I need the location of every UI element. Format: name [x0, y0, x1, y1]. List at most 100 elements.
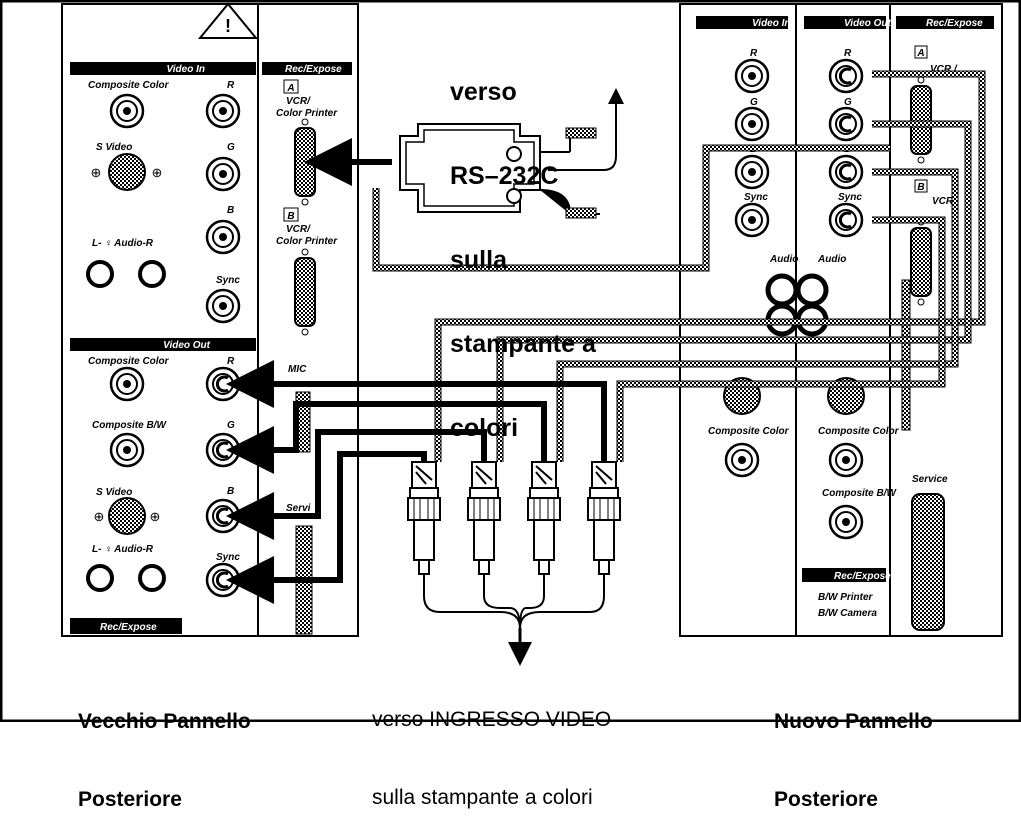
new-rec-expose-bottom: Rec/Expose [834, 571, 891, 582]
old-g-out-jack [207, 434, 239, 466]
new-panel-caption: Nuovo Pannello Posteriore [774, 656, 933, 840]
rs232-callout-line-3: sulla [450, 246, 596, 274]
old-r-in-label: R [227, 80, 235, 91]
new-bw-camera-label: B/W Camera [818, 608, 877, 619]
video-in-callout: verso INGRESSO VIDEO sulla stampante a c… [372, 654, 611, 838]
bnc-connector-3 [528, 462, 560, 574]
new-composite-bw-out-label: Composite B/W [822, 488, 897, 499]
new-g-in-jack [736, 108, 768, 140]
old-video-out-header: Video Out [163, 340, 211, 351]
svg-text:⊕: ⊕ [91, 165, 102, 180]
old-r-out-jack [207, 368, 239, 400]
old-vcr-b-label-1: VCR/ [286, 224, 311, 235]
old-g-in-label: G [227, 142, 235, 153]
new-service-label: Service [912, 474, 948, 485]
old-composite-color-in-label: Composite Color [88, 80, 170, 91]
new-r-in-jack [736, 60, 768, 92]
old-rear-panel: ! Video In Rec/Expose Composite Color R … [62, 4, 358, 636]
new-composite-color-in-jack [726, 444, 758, 476]
new-b-in-jack [736, 156, 768, 188]
old-video-in-header-bar [70, 62, 256, 75]
old-composite-color-in-jack [111, 95, 143, 127]
old-port-a-label: A [286, 83, 294, 94]
new-composite-color-out-jack [830, 444, 862, 476]
old-vcr-a-label-1: VCR/ [286, 96, 311, 107]
new-audio-r-label: Audio [817, 254, 846, 265]
svg-text:⊕: ⊕ [152, 165, 163, 180]
old-mic-label: MIC [288, 364, 307, 375]
new-g-in-label: G [750, 97, 758, 108]
new-sync-out-label: Sync [838, 192, 862, 203]
new-sync-out-jack [830, 204, 862, 236]
new-extra-port [902, 280, 910, 430]
old-s-video-in-label: S Video [96, 142, 132, 153]
old-b-out-jack [207, 500, 239, 532]
old-audio-r-in-jack [140, 262, 164, 286]
new-audio-l-label: Audio [769, 254, 798, 265]
new-video-out-header: Video Out [844, 18, 892, 29]
new-r-in-label: R [750, 48, 758, 59]
new-audio-r-jack-top [798, 276, 826, 304]
new-sync-in-jack [736, 204, 768, 236]
new-vcr-a-dsub-port [911, 77, 931, 163]
old-port-b-label: B [287, 211, 294, 222]
new-g-out-label: G [844, 97, 852, 108]
old-vcr-a-dsub-port [295, 119, 315, 205]
bnc-connector-4 [588, 462, 620, 574]
old-vcr-b-label-2: Color Printer [276, 236, 338, 247]
new-port-b-label: B [917, 182, 924, 193]
new-composite-color-out-label: Composite Color [818, 426, 900, 437]
new-composite-bw-out-jack [830, 506, 862, 538]
new-port-a-label: A [916, 48, 924, 59]
old-sync-in-jack [207, 290, 239, 322]
old-video-in-header: Video In [166, 64, 205, 75]
old-sync-out-jack [207, 564, 239, 596]
old-vcr-a-label-2: Color Printer [276, 108, 338, 119]
old-b-in-jack [207, 221, 239, 253]
video-in-callout-line-1: verso INGRESSO VIDEO [372, 707, 611, 733]
new-b-out-jack [830, 156, 862, 188]
video-in-callout-line-2: sulla stampante a colori [372, 785, 611, 811]
old-g-out-label: G [227, 420, 235, 431]
new-sync-in-label: Sync [744, 192, 768, 203]
old-composite-color-out-label: Composite Color [88, 356, 170, 367]
svg-text:!: ! [225, 16, 231, 36]
old-g-in-jack [207, 158, 239, 190]
new-bw-printer-label: B/W Printer [818, 592, 874, 603]
old-composite-bw-out-jack [111, 434, 143, 466]
rs232-callout: verso RS–232C sulla stampante a colori [450, 22, 596, 470]
old-audio-l-out-jack [88, 566, 112, 590]
old-audio-r-out-jack [140, 566, 164, 590]
rs232-callout-line-1: verso [450, 78, 596, 106]
new-g-out-jack [830, 108, 862, 140]
old-panel-caption: Vecchio Pannello Posteriore [78, 656, 251, 840]
svg-text:⊕: ⊕ [94, 509, 105, 524]
new-video-in-header: Video In [752, 18, 791, 29]
old-s-video-out-label: S Video [96, 487, 132, 498]
old-audio-in-label: L- ♀ Audio-R [92, 238, 154, 249]
old-s-video-out-jack [109, 498, 145, 534]
old-composite-color-out-jack [111, 368, 143, 400]
old-sync-out-label: Sync [216, 552, 240, 563]
old-b-out-label: B [227, 486, 234, 497]
bnc-connector-2 [468, 462, 500, 574]
old-vcr-b-dsub-port [295, 249, 315, 335]
bnc-connector-1 [408, 462, 440, 574]
new-panel-caption-line-2: Posteriore [774, 787, 933, 813]
new-r-out-label: R [844, 48, 852, 59]
old-rec-expose-header: Rec/Expose [285, 64, 342, 75]
new-r-out-jack [830, 60, 862, 92]
new-rec-expose-header: Rec/Expose [926, 18, 983, 29]
new-vcr-b-dsub-port [911, 219, 931, 305]
new-audio-l-jack-top [768, 276, 796, 304]
new-composite-color-in-label: Composite Color [708, 426, 790, 437]
svg-text:⊕: ⊕ [150, 509, 161, 524]
old-panel-caption-line-2: Posteriore [78, 787, 251, 813]
rs232-callout-line-5: colori [450, 414, 596, 442]
old-s-video-in-jack [109, 154, 145, 190]
rs232-callout-line-4: stampante a [450, 330, 596, 358]
old-sync-in-label: Sync [216, 275, 240, 286]
old-b-in-label: B [227, 205, 234, 216]
old-service-label: Servi [286, 503, 311, 514]
old-audio-l-in-jack [88, 262, 112, 286]
